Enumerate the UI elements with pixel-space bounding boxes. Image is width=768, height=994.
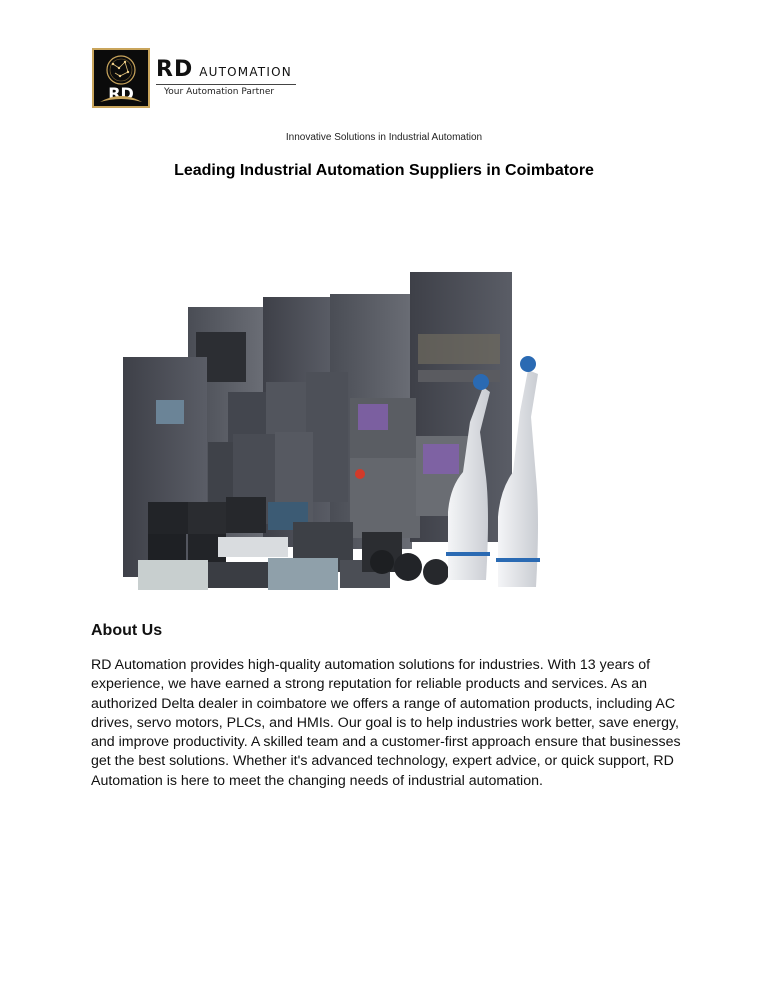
logo-brand-sub: AUTOMATION (199, 65, 292, 79)
logo-emblem-icon: RD (92, 48, 150, 108)
logo-divider (156, 84, 296, 85)
about-heading: About Us (91, 622, 163, 639)
page-title: Leading Industrial Automation Suppliers … (174, 162, 594, 179)
company-logo: RD RD AUTOMATION Your Automation Partner (92, 47, 297, 109)
logo-tagline: Your Automation Partner (164, 87, 275, 97)
about-paragraph: RD Automation provides high-quality auto… (91, 657, 681, 789)
logo-brand-main: RD (156, 57, 194, 82)
hero-product-image (118, 262, 594, 598)
svg-text:RD: RD (108, 84, 134, 103)
header-tagline: Innovative Solutions in Industrial Autom… (285, 132, 483, 143)
